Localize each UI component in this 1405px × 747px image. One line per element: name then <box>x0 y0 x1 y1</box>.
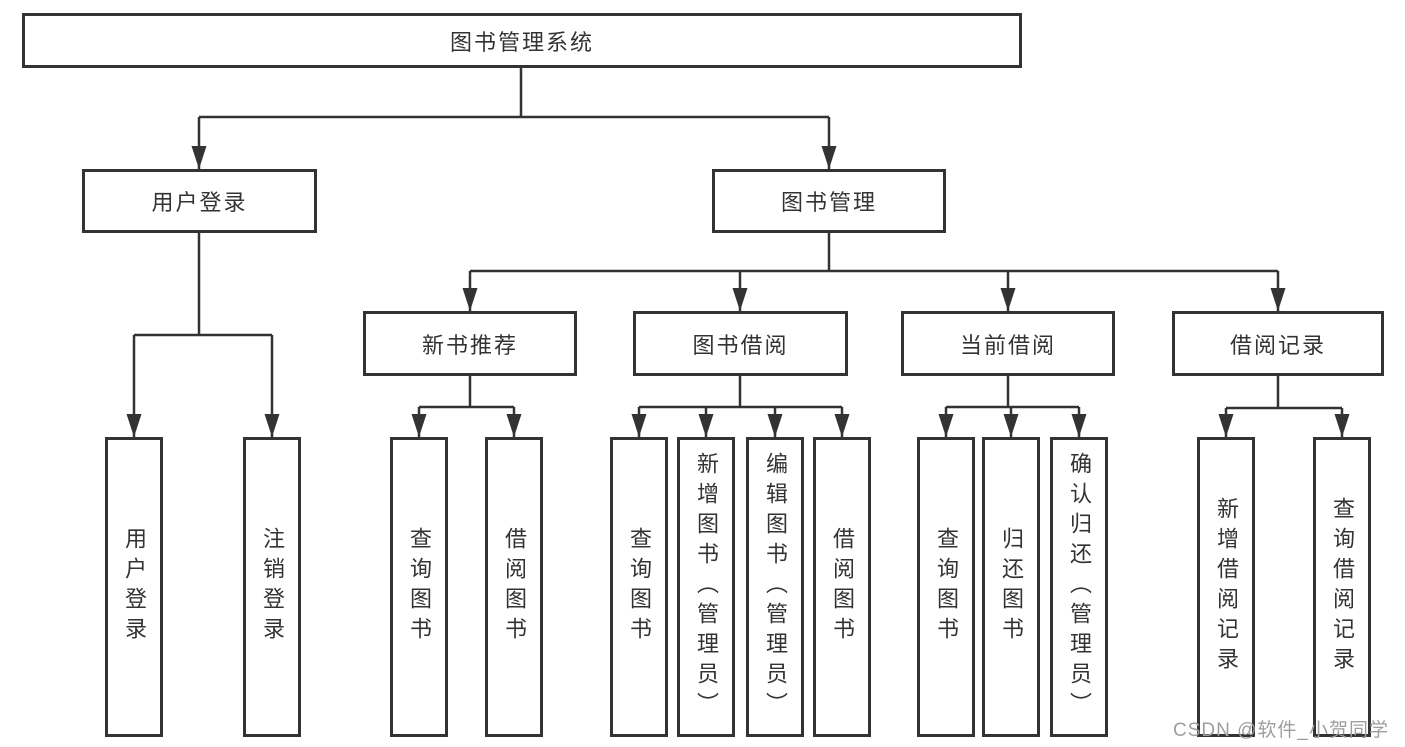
node-current-borrow: 当前借阅 <box>901 311 1115 376</box>
leaf-logout-login: 注销登录 <box>243 437 301 737</box>
node-borrow-records: 借阅记录 <box>1172 311 1384 376</box>
node-label: 借阅记录 <box>1229 332 1326 358</box>
node-library-management-system: 图书管理系统 <box>22 13 1022 68</box>
leaf-label: 注销登录 <box>260 527 285 647</box>
node-new-book-recommend: 新书推荐 <box>363 311 577 376</box>
node-label: 当前借阅 <box>959 332 1056 358</box>
leaf-label: 归还图书 <box>999 527 1024 647</box>
leaf-add-borrow-record: 新增借阅记录 <box>1197 437 1255 737</box>
leaf-label: 新增借阅记录 <box>1214 497 1239 677</box>
leaf-query-books-current: 查询图书 <box>917 437 975 737</box>
leaf-add-book-admin: 新增图书（管理员） <box>677 437 735 737</box>
leaf-label: 编辑图书（管理员） <box>763 452 788 722</box>
node-user-login: 用户登录 <box>82 169 317 233</box>
leaf-label: 确认归还（管理员） <box>1067 452 1092 722</box>
leaf-label: 查询图书 <box>407 527 432 647</box>
leaf-return-books: 归还图书 <box>982 437 1040 737</box>
leaf-query-books-borrow: 查询图书 <box>610 437 668 737</box>
node-label: 用户登录 <box>151 190 248 215</box>
leaf-confirm-return-admin: 确认归还（管理员） <box>1050 437 1108 737</box>
leaf-user-login: 用户登录 <box>105 437 163 737</box>
node-label: 新书推荐 <box>421 332 518 358</box>
leaf-label: 查询借阅记录 <box>1330 497 1355 677</box>
leaf-edit-book-admin: 编辑图书（管理员） <box>746 437 804 737</box>
node-book-management: 图书管理 <box>712 169 946 233</box>
leaf-borrow-books-2: 借阅图书 <box>813 437 871 737</box>
node-label: 图书管理 <box>780 190 877 215</box>
leaf-borrow-books-recommend: 借阅图书 <box>485 437 543 737</box>
leaf-label: 查询图书 <box>627 527 652 647</box>
node-book-borrow: 图书借阅 <box>633 311 848 376</box>
node-label: 图书管理系统 <box>449 29 594 55</box>
leaf-query-books-recommend: 查询图书 <box>390 437 448 737</box>
node-label: 图书借阅 <box>692 332 789 358</box>
leaf-label: 查询图书 <box>934 527 959 647</box>
leaf-label: 新增图书（管理员） <box>694 452 719 722</box>
leaf-label: 用户登录 <box>122 527 147 647</box>
leaf-query-borrow-record: 查询借阅记录 <box>1313 437 1371 737</box>
leaf-label: 借阅图书 <box>830 527 855 647</box>
leaf-label: 借阅图书 <box>502 527 527 647</box>
csdn-watermark: CSDN @软件_小贺同学 <box>1173 720 1389 741</box>
